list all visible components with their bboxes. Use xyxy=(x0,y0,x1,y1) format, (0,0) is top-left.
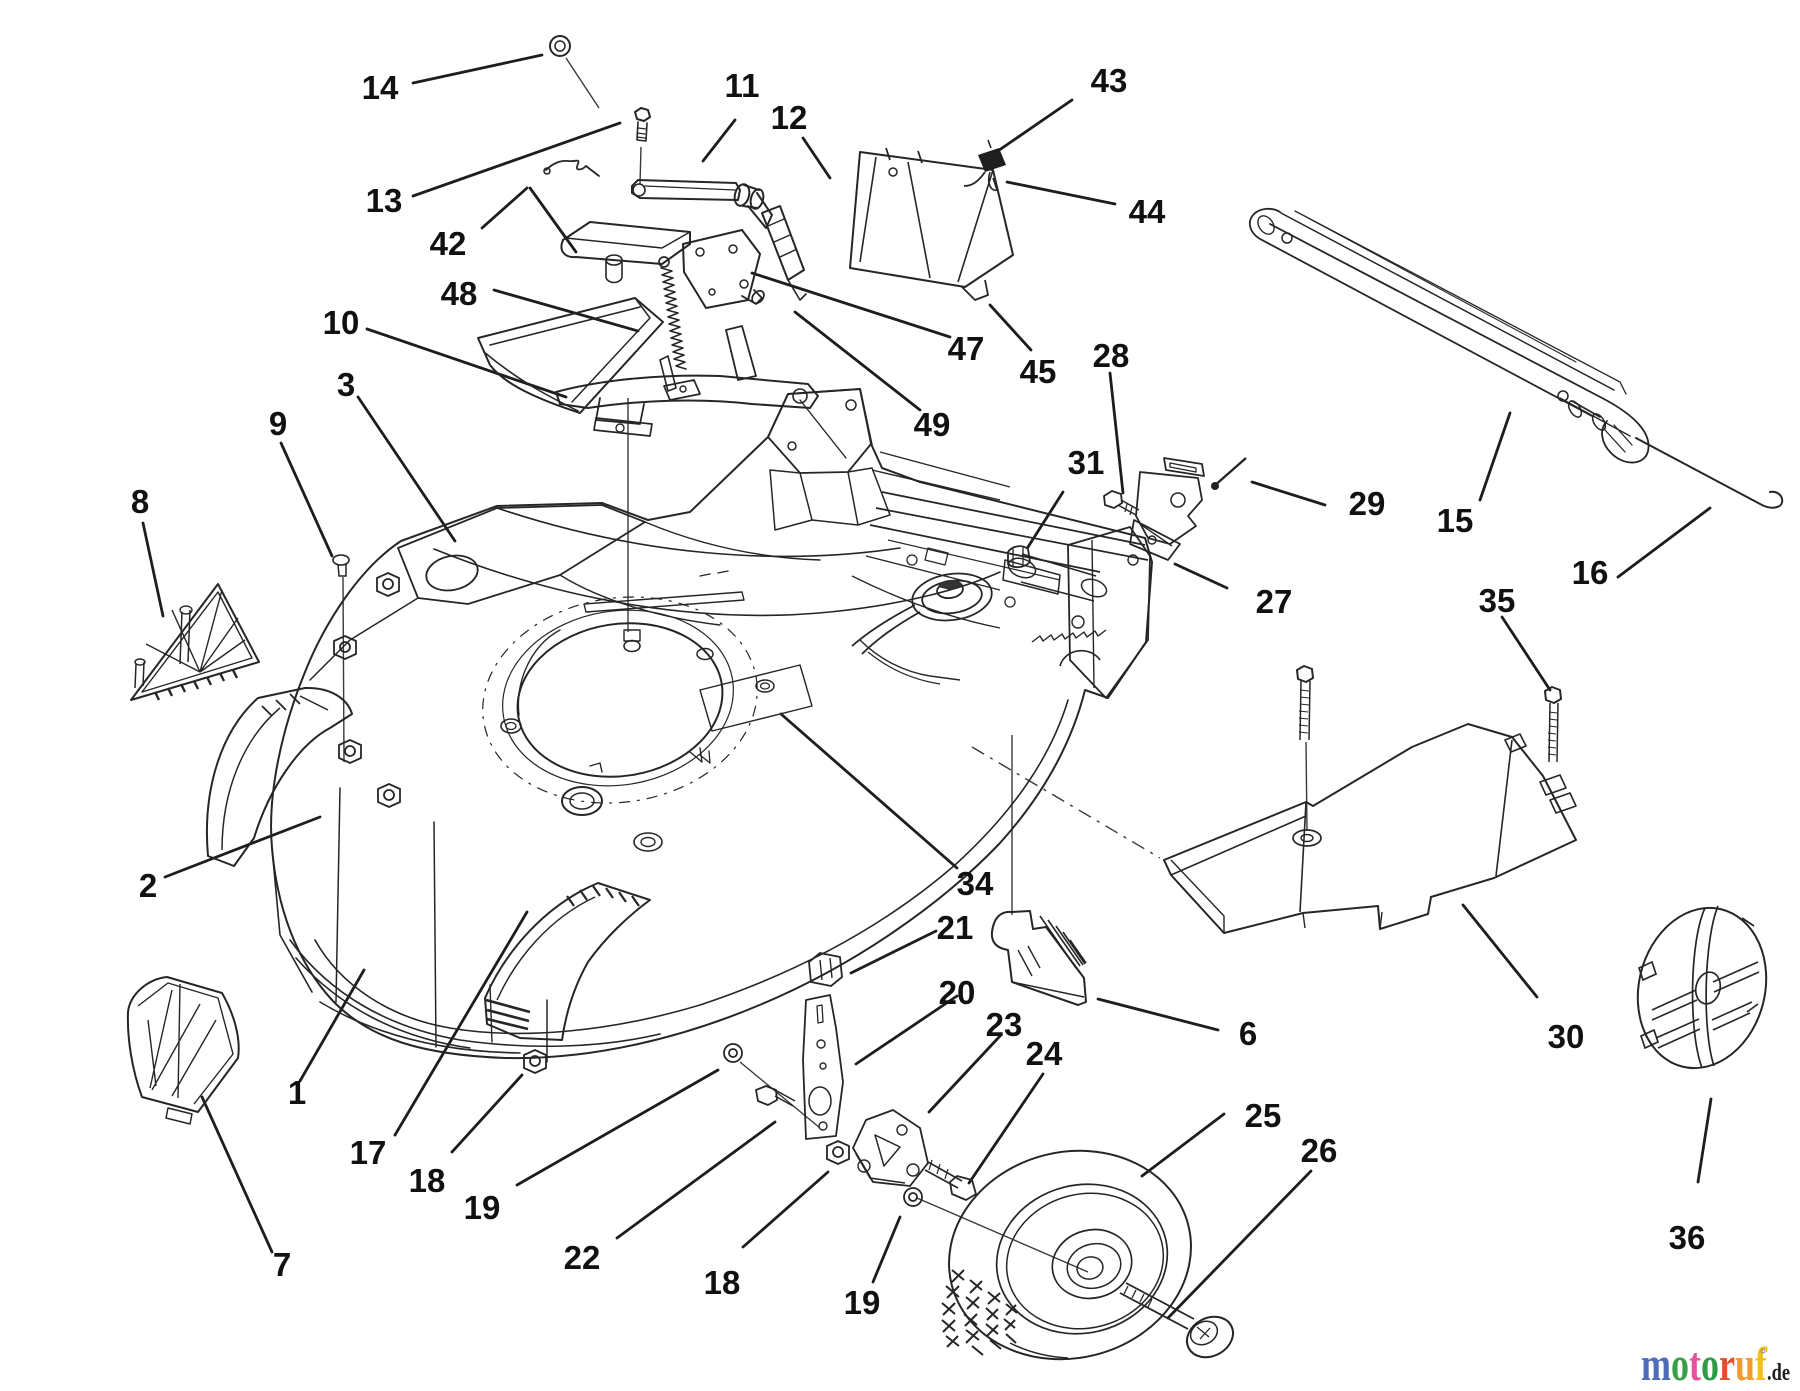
svg-text:19: 19 xyxy=(464,1189,501,1226)
svg-text:35: 35 xyxy=(1479,582,1516,619)
svg-text:34: 34 xyxy=(957,865,994,902)
svg-text:19: 19 xyxy=(844,1284,881,1321)
svg-text:9: 9 xyxy=(269,405,287,442)
svg-text:3: 3 xyxy=(337,366,355,403)
svg-text:2: 2 xyxy=(139,867,157,904)
svg-text:44: 44 xyxy=(1129,193,1166,230)
svg-text:49: 49 xyxy=(914,406,951,443)
svg-text:16: 16 xyxy=(1572,554,1609,591)
svg-text:26: 26 xyxy=(1301,1132,1338,1169)
svg-text:11: 11 xyxy=(725,67,760,104)
svg-text:22: 22 xyxy=(564,1239,601,1276)
svg-text:43: 43 xyxy=(1091,62,1128,99)
svg-text:25: 25 xyxy=(1245,1097,1282,1134)
svg-text:21: 21 xyxy=(937,909,974,946)
svg-text:1: 1 xyxy=(288,1074,306,1111)
svg-text:17: 17 xyxy=(350,1134,387,1171)
svg-text:14: 14 xyxy=(362,69,399,106)
svg-text:31: 31 xyxy=(1068,444,1105,481)
svg-text:8: 8 xyxy=(131,483,149,520)
svg-text:36: 36 xyxy=(1669,1219,1706,1256)
svg-text:13: 13 xyxy=(366,182,403,219)
svg-text:motoruf: motoruf xyxy=(1641,1338,1768,1391)
svg-text:6: 6 xyxy=(1239,1015,1257,1052)
svg-text:27: 27 xyxy=(1256,583,1293,620)
svg-text:28: 28 xyxy=(1093,337,1130,374)
svg-text:42: 42 xyxy=(430,225,467,262)
svg-text:10: 10 xyxy=(323,304,360,341)
svg-text:30: 30 xyxy=(1548,1018,1585,1055)
svg-text:.de: .de xyxy=(1767,1360,1790,1386)
svg-text:24: 24 xyxy=(1026,1035,1063,1072)
svg-text:18: 18 xyxy=(704,1264,741,1301)
svg-text:20: 20 xyxy=(939,974,976,1011)
svg-text:18: 18 xyxy=(409,1162,446,1199)
svg-text:47: 47 xyxy=(948,330,985,367)
svg-text:15: 15 xyxy=(1437,502,1474,539)
svg-text:45: 45 xyxy=(1020,353,1057,390)
svg-text:48: 48 xyxy=(441,275,478,312)
svg-text:7: 7 xyxy=(273,1246,291,1283)
svg-text:29: 29 xyxy=(1349,485,1386,522)
svg-text:23: 23 xyxy=(986,1006,1023,1043)
svg-text:12: 12 xyxy=(771,99,808,136)
